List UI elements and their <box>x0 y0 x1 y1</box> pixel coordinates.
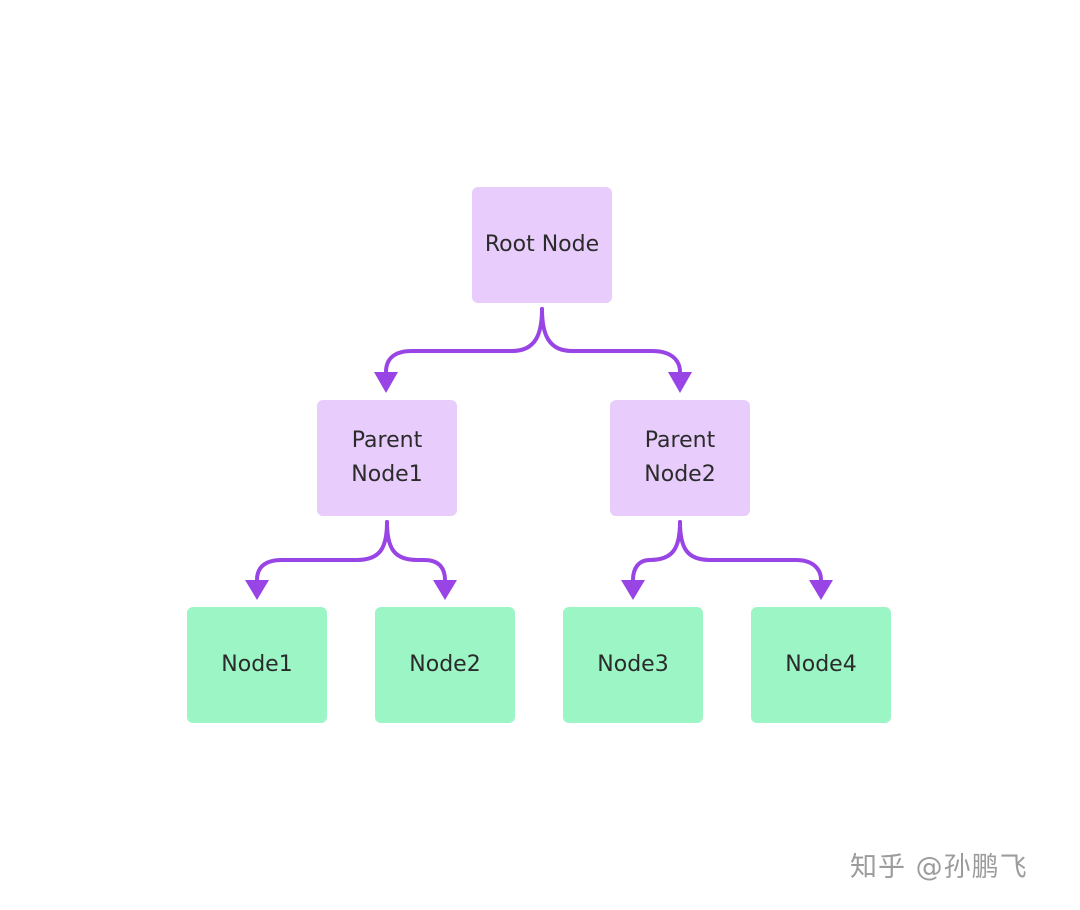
arrowhead-leaf3 <box>621 580 645 600</box>
leaf-node-4: Node4 <box>751 607 891 723</box>
root-node-label: Root Node <box>484 232 600 257</box>
leaf-node-2: Node2 <box>375 607 515 723</box>
edge-parent2-to-leaf4 <box>678 520 823 582</box>
root-node: Root Node <box>472 187 612 303</box>
parent-node-1: Parent Node1 <box>317 400 457 516</box>
edge-root-to-parent1 <box>384 307 544 374</box>
edge-root-to-parent2 <box>540 307 682 374</box>
watermark: 知乎 @孙鹏飞 <box>850 852 1028 883</box>
edge-parent1-to-leaf2 <box>385 520 447 582</box>
arrowhead-leaf4 <box>809 580 833 600</box>
parent-node-2-label: Parent Node2 <box>644 428 716 487</box>
leaf-node-4-label: Node4 <box>785 652 857 677</box>
arrowhead-parent1 <box>374 372 398 393</box>
edge-parent1-to-leaf1 <box>255 520 389 582</box>
leaf-node-3: Node3 <box>563 607 703 723</box>
leaf-node-1-label: Node1 <box>221 652 293 677</box>
leaf-node-2-label: Node2 <box>409 652 481 677</box>
arrowhead-leaf2 <box>433 580 457 600</box>
arrowhead-parent2 <box>668 372 692 393</box>
leaf-node-1: Node1 <box>187 607 327 723</box>
parent-node-2: Parent Node2 <box>610 400 750 516</box>
edge-parent2-to-leaf3 <box>631 520 682 582</box>
leaf-node-3-label: Node3 <box>597 652 669 677</box>
parent-node-1-label: Parent Node1 <box>351 428 423 487</box>
arrowhead-leaf1 <box>245 580 269 600</box>
